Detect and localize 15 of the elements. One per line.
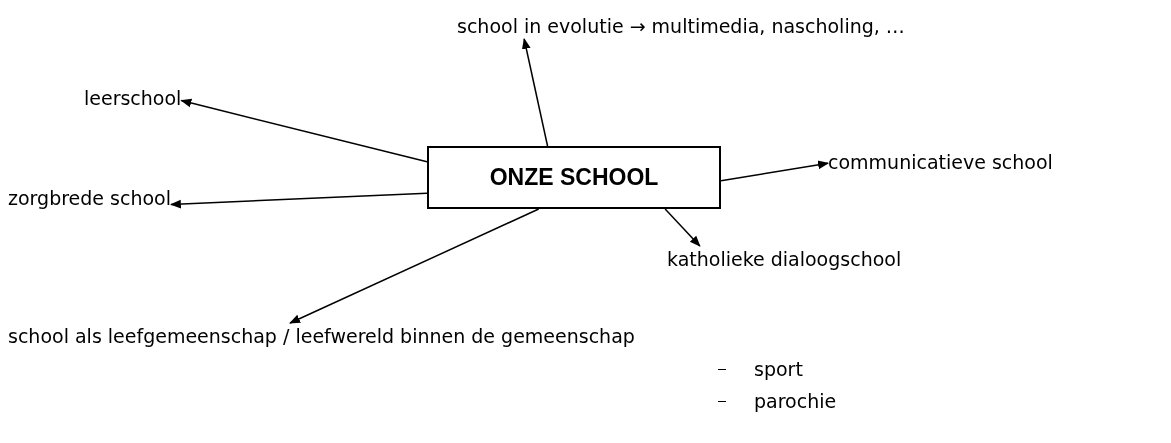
arrow	[180, 98, 428, 163]
center-box: ONZE SCHOOL	[427, 146, 721, 209]
arrow	[522, 37, 549, 147]
arrow	[289, 208, 540, 324]
node-label: katholieke dialoogschool	[667, 246, 902, 272]
node-label: zorgbrede school	[8, 185, 171, 211]
node-label: communicatieve school	[828, 149, 1053, 175]
node-label: leerschool	[84, 85, 182, 111]
list-item: sport	[754, 357, 803, 382]
node-label: school als leefgemeenschap / leefwereld binnen de gemeenschap	[8, 323, 635, 349]
list-item: parochie	[754, 389, 837, 414]
arrow	[664, 208, 701, 247]
arrow	[169, 192, 428, 209]
node-label: school in evolutie → multimedia, nascholing, …	[457, 13, 905, 39]
arrow	[720, 160, 830, 182]
